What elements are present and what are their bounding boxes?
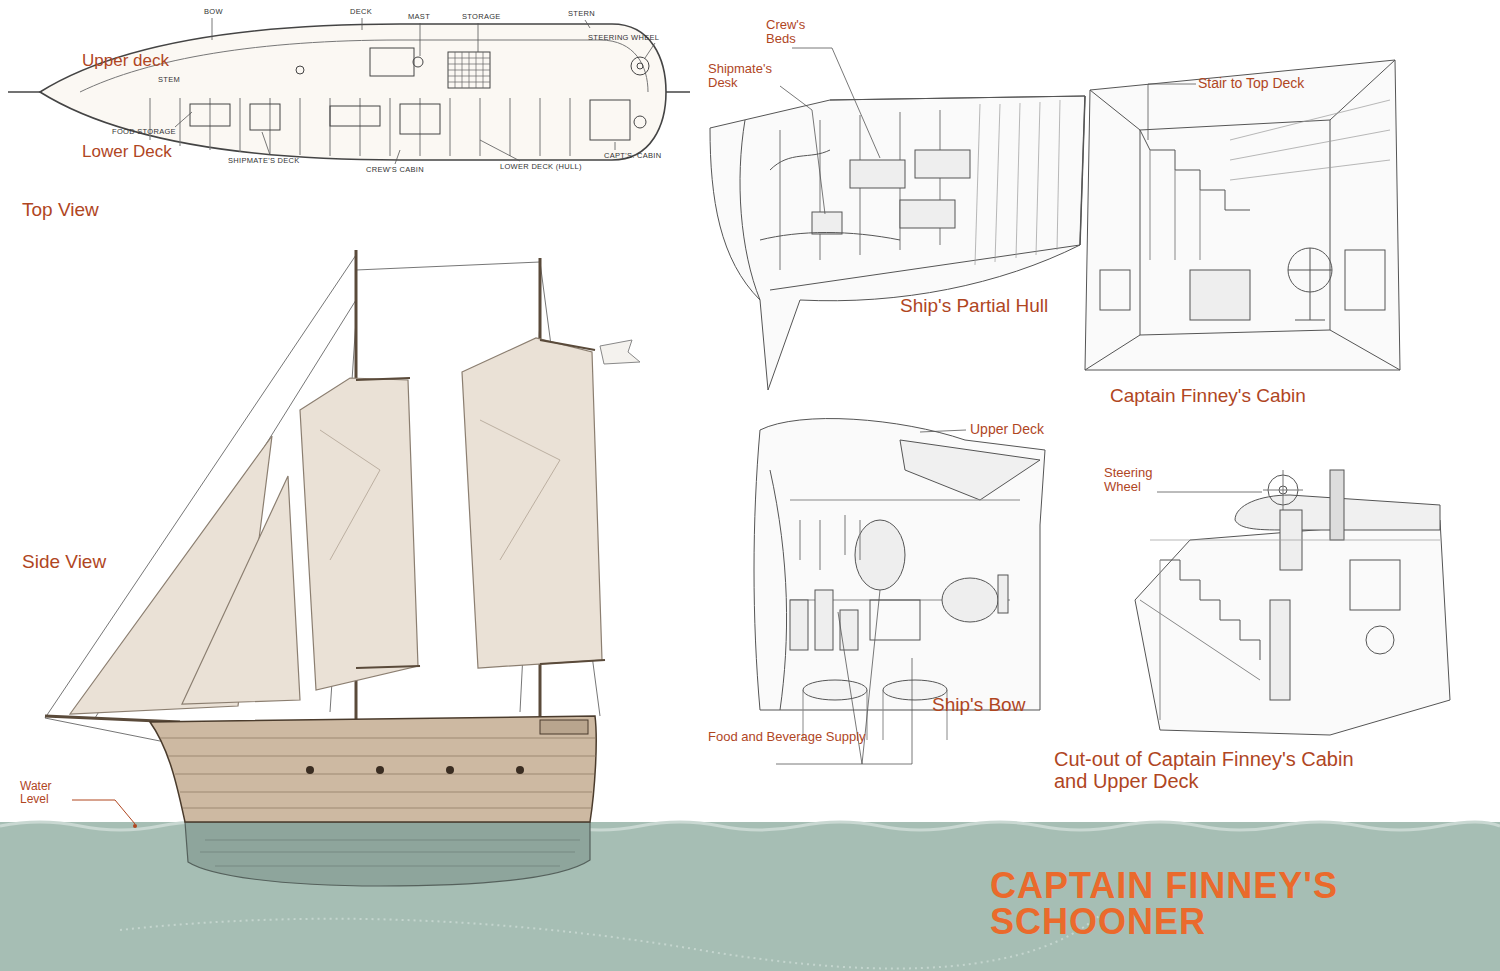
part-label: Steering Wheel: [1104, 466, 1174, 495]
plan-label: FOOD STORAGE: [112, 128, 176, 136]
sheet-title: CAPTAIN FINNEY'S SCHOONER: [990, 868, 1460, 940]
part-label: Cut-out of Captain Finney's Cabin and Up…: [1054, 748, 1354, 792]
plan-label: CAPT'S. CABIN: [604, 152, 661, 160]
cutout-sketch: [1135, 470, 1450, 735]
part-label: Ship's Partial Hull: [900, 296, 1090, 317]
bow-sketch: [754, 419, 1045, 764]
part-label: Water Level: [20, 780, 75, 806]
plan-label: BOW: [204, 8, 223, 16]
part-label: Crew's Beds: [766, 18, 826, 47]
plan-label: STORAGE: [462, 13, 501, 21]
plan-label: DECK: [350, 8, 372, 16]
partial-hull-sketch: [710, 48, 1085, 390]
part-label: Top View: [22, 200, 99, 221]
top-view-plan: [8, 18, 690, 164]
plan-label: STEERING WHEEL: [588, 34, 659, 42]
plan-label: STERN: [568, 10, 595, 18]
plan-label: SHIPMATE'S DECK: [228, 157, 300, 165]
part-label: Shipmate's Desk: [708, 62, 788, 91]
part-label: Food and Beverage Supply: [708, 730, 878, 744]
water-band: [0, 822, 1500, 971]
part-label: Captain Finney's Cabin: [1110, 386, 1306, 407]
plan-label: LOWER DECK (HULL): [500, 163, 582, 171]
plan-label: MAST: [408, 13, 430, 21]
part-label: Upper Deck: [970, 422, 1044, 437]
plan-label: CREW'S CABIN: [366, 166, 424, 174]
part-label: Lower Deck: [82, 143, 172, 162]
part-label: Side View: [22, 552, 106, 573]
part-label: Upper deck: [82, 52, 169, 71]
plan-label: STEM: [158, 76, 180, 84]
part-label: Ship's Bow: [932, 695, 1025, 716]
side-view-ship: [45, 250, 640, 886]
part-label: Stair to Top Deck: [1198, 76, 1304, 91]
cabin-sketch: [1085, 60, 1400, 370]
